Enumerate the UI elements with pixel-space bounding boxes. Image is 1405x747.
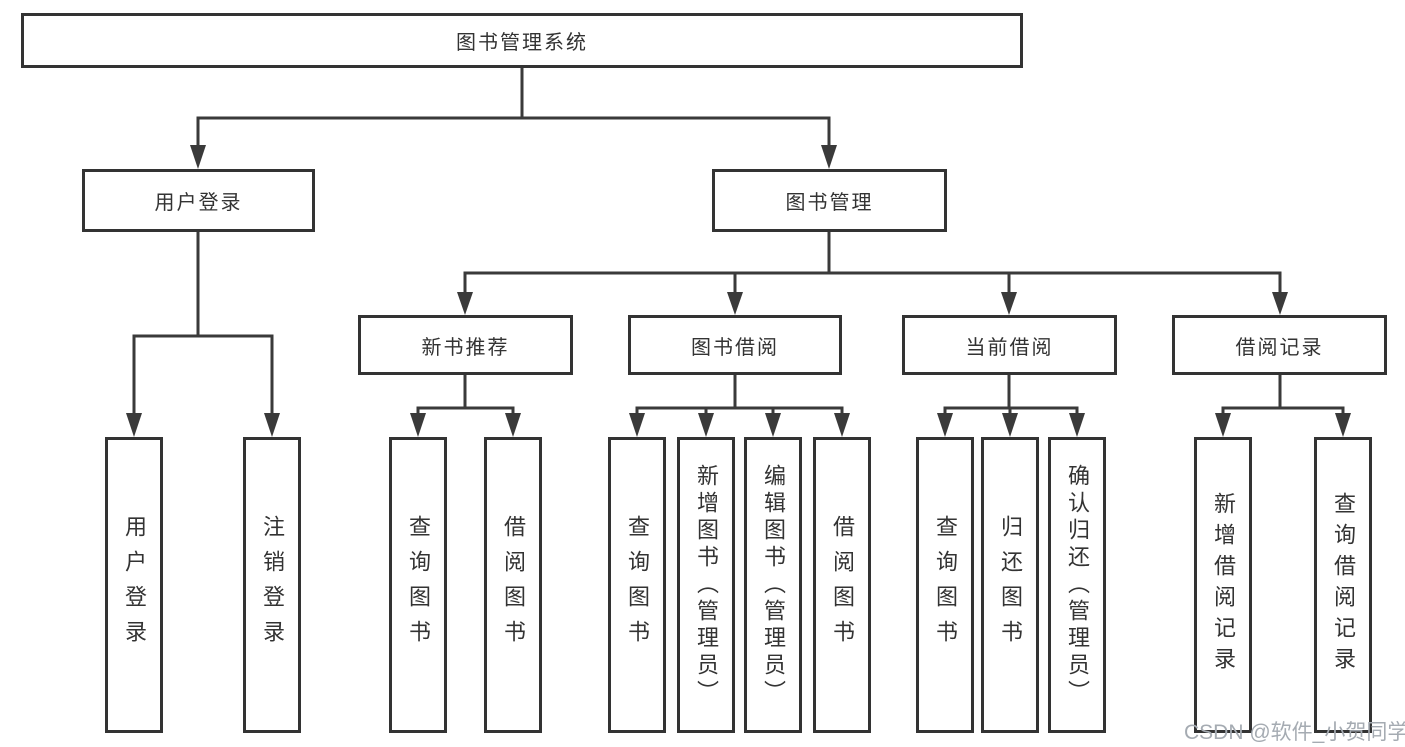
leaf-user-login: 用户登录 [105, 437, 163, 733]
csdn-watermark: CSDN @软件_小贺同学 [1184, 721, 1405, 744]
leaf-edit-books-admin: 编辑图书（管理员） [744, 437, 802, 733]
leaf-query-borrow-record: 查询借阅记录 [1314, 437, 1372, 733]
node-book-management-system: 图书管理系统 [21, 13, 1023, 68]
leaf-add-borrow-record: 新增借阅记录 [1194, 437, 1252, 733]
leaf-query-books-recommend: 查询图书 [389, 437, 447, 733]
leaf-add-books-admin: 新增图书（管理员） [677, 437, 735, 733]
node-user-login: 用户登录 [82, 169, 315, 232]
leaf-logout: 注销登录 [243, 437, 301, 733]
leaf-confirm-return-admin: 确认归还（管理员） [1048, 437, 1106, 733]
leaf-return-books: 归还图书 [981, 437, 1039, 733]
node-book-borrowing: 图书借阅 [628, 315, 842, 375]
leaf-borrow-books-recommend: 借阅图书 [484, 437, 542, 733]
leaf-borrow-books-borrowing: 借阅图书 [813, 437, 871, 733]
node-new-book-recommend: 新书推荐 [358, 315, 573, 375]
node-book-management: 图书管理 [712, 169, 947, 232]
node-borrowing-records: 借阅记录 [1172, 315, 1387, 375]
node-current-borrowing: 当前借阅 [902, 315, 1117, 375]
leaf-query-books-borrowing: 查询图书 [608, 437, 666, 733]
leaf-query-books-current: 查询图书 [916, 437, 974, 733]
